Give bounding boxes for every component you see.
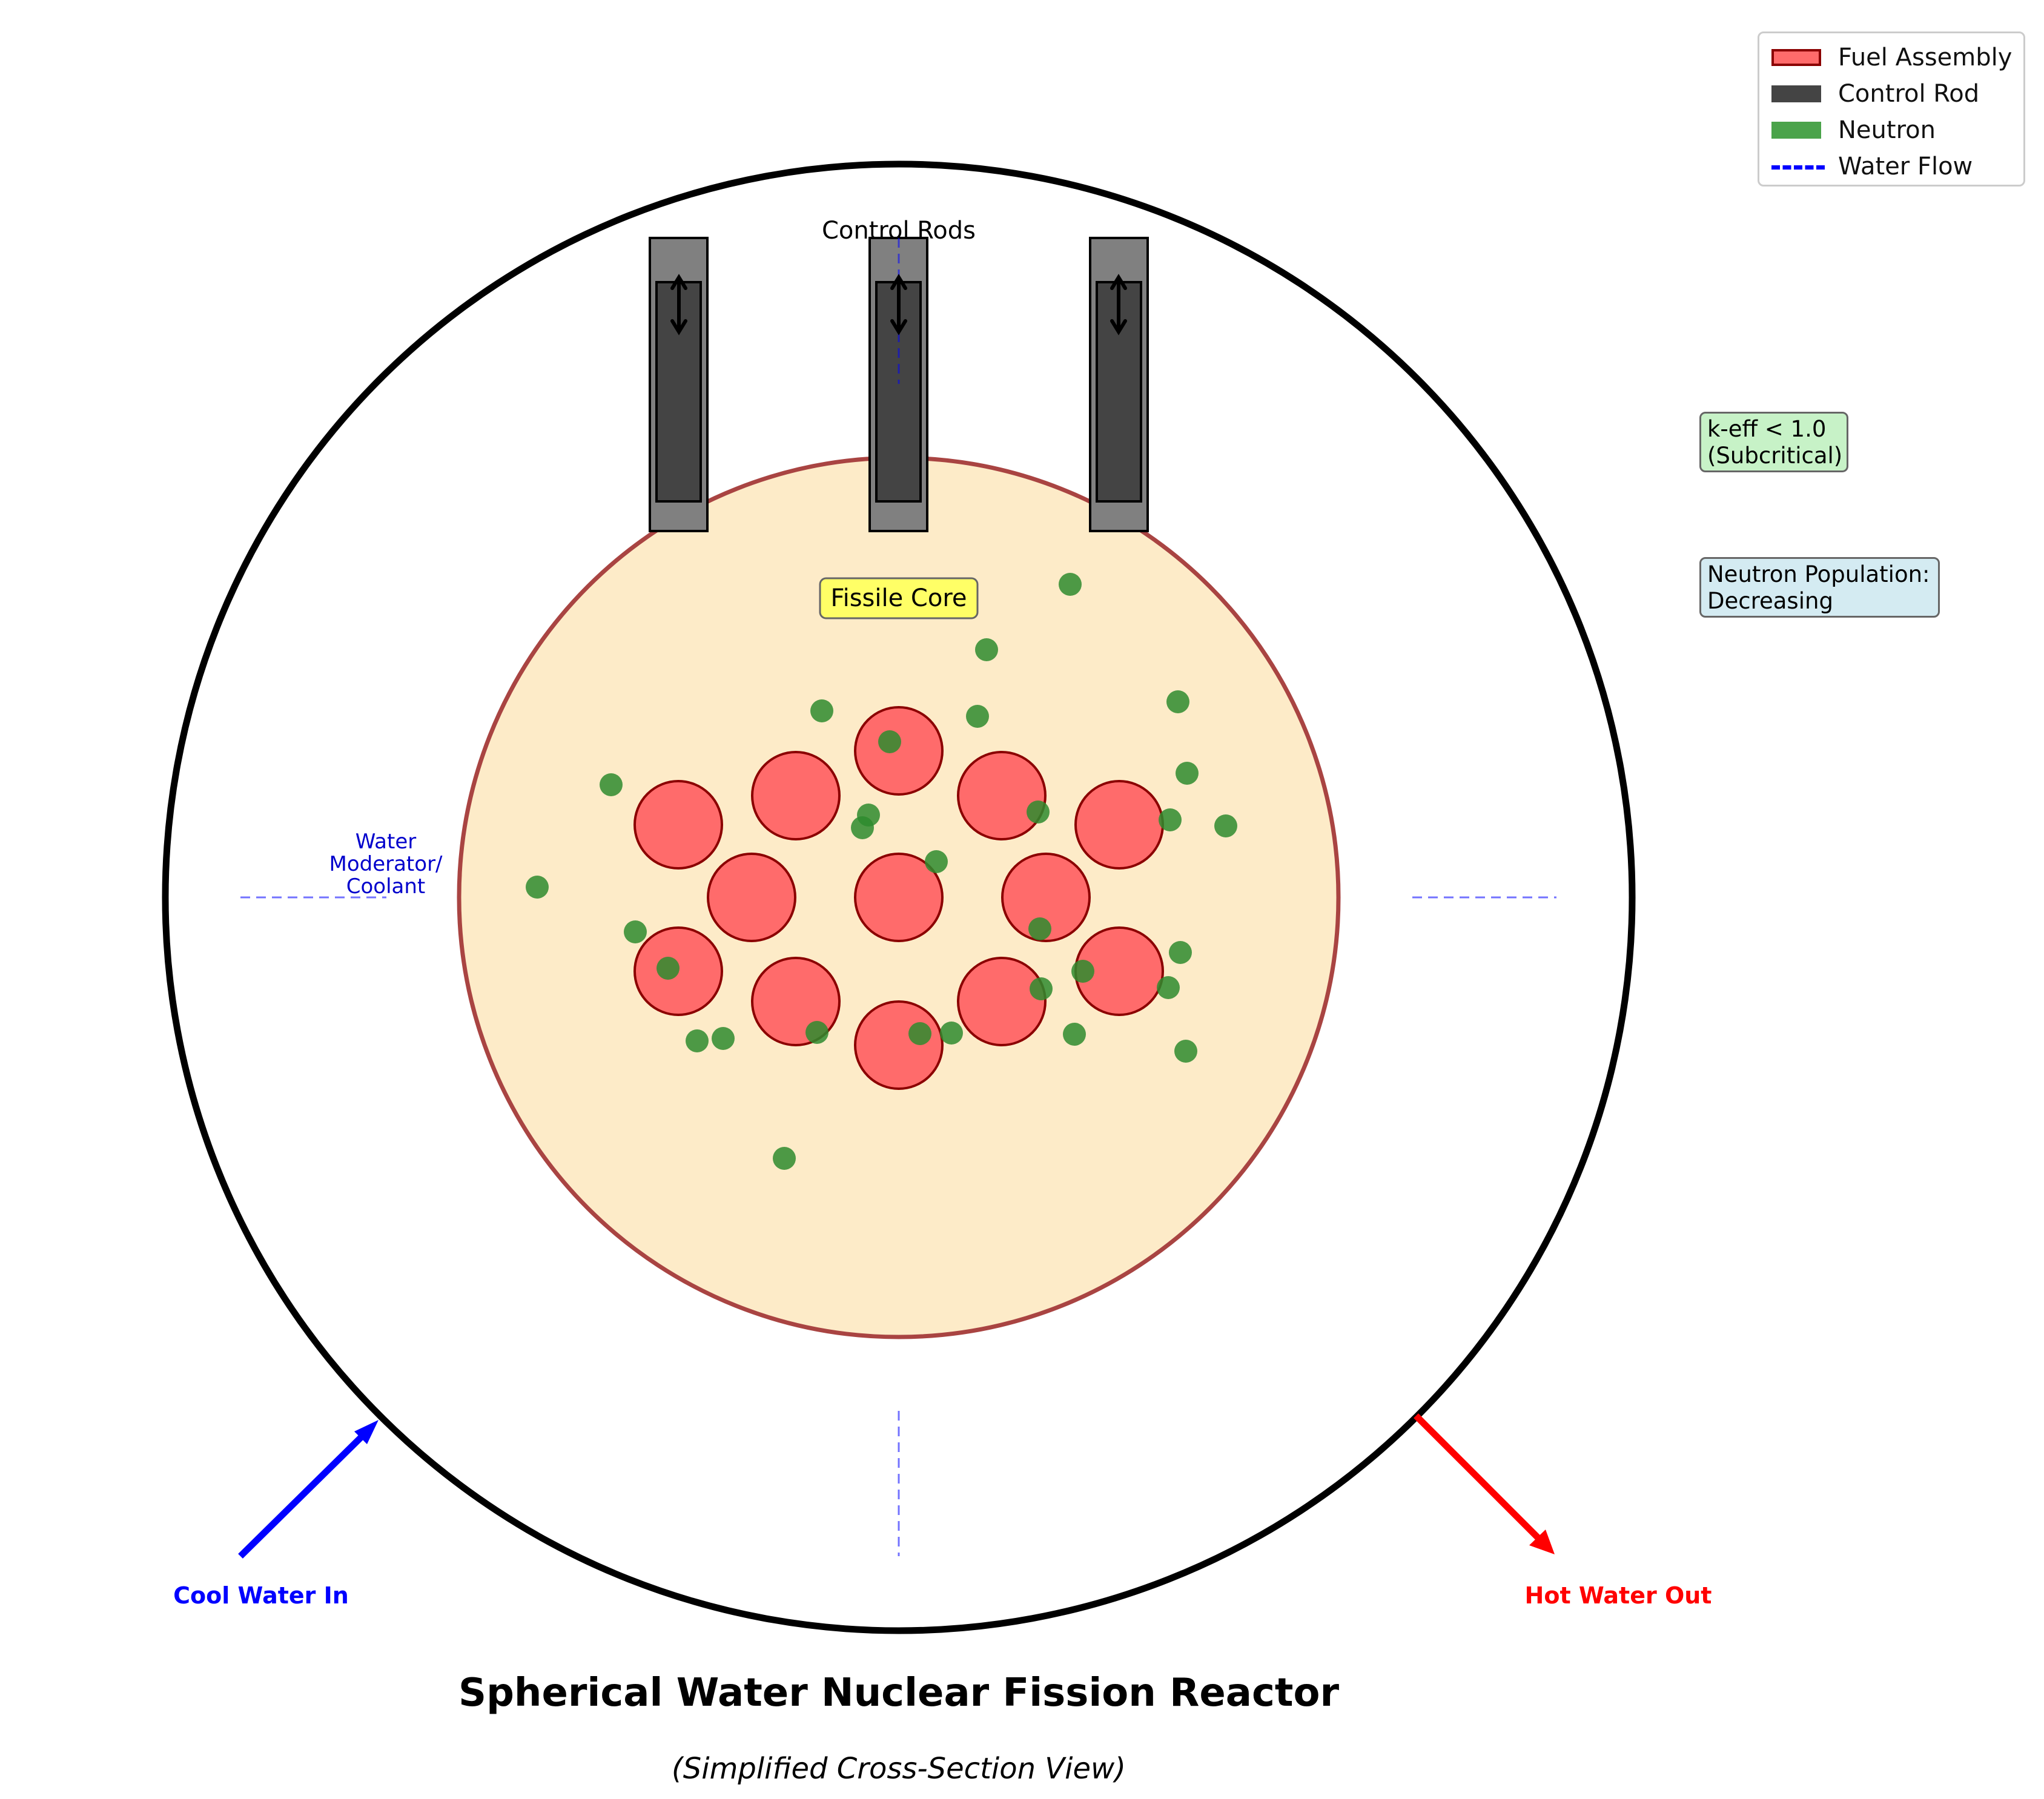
fuel-assembly [957,751,1047,840]
arrow-head-icon [354,1420,379,1444]
neutrons [526,573,1237,1170]
moderator-label-line-3: Coolant [346,874,426,899]
neutron [975,638,998,661]
neutron [940,1022,963,1045]
legend-item-control-rod: Control Rod [1759,76,2023,112]
neutron [712,1027,735,1050]
neutron [526,876,549,899]
neutron-swatch-icon [1771,122,1821,139]
moderator-label: Water Moderator/ Coolant [329,830,443,899]
fuel-assembly [854,853,944,942]
neutron [851,816,874,839]
reactor-vessel [162,160,1636,1634]
water-flow-lines [240,896,1556,1556]
fuel-assembly [633,780,723,870]
keff-status-box: k-eff < 1.0 (Subcritical) [1699,412,1848,472]
neutron [1166,690,1189,713]
legend-label: Fuel Assembly [1838,44,2013,71]
neutron [810,699,833,722]
control-rod-center [868,237,928,532]
neutron-population-box: Neutron Population: Decreasing [1699,557,1940,618]
neutron [966,705,989,728]
hot-water-out-label: Hot Water Out [1525,1582,1712,1609]
cool-water-in-arrow [238,1420,379,1559]
diagram-subtitle: (Simplified Cross-Section View) [672,1752,1126,1786]
legend-label: Water Flow [1838,153,1973,180]
fuel-swatch-icon [1771,49,1821,66]
fuel-assembly [1074,780,1164,870]
legend-label: Control Rod [1838,80,1980,108]
legend-item-fuel: Fuel Assembly [1759,39,2023,76]
neutron [1174,1040,1197,1063]
neutron [1159,808,1182,831]
legend-label: Neutron [1838,116,1936,144]
diagram-title: Spherical Water Nuclear Fission Reactor [458,1671,1339,1715]
neutron [1176,762,1199,785]
fissile-core-label: Fissile Core [830,584,967,612]
legend-item-neutron: Neutron [1759,112,2023,148]
control-rod-swatch-icon [1771,85,1821,102]
fuel-assembly [1001,853,1091,942]
neutron [657,957,680,980]
neutron [1027,800,1050,824]
neutron [1157,976,1180,999]
neutron [925,850,948,873]
double-arrow-icon [1110,274,1127,335]
neutron [908,1022,931,1045]
fuel-assembly [854,1000,944,1090]
rod-movement-arrows [670,274,1127,335]
neutron [1059,573,1082,596]
neutron [686,1029,709,1052]
neutron [1071,960,1094,983]
moderator-label-line-1: Water [356,830,417,854]
hot-water-out-arrow [1414,1413,1555,1554]
double-arrow-icon [670,274,687,335]
fissile-core-label-box [819,577,979,619]
moderator-label-line-2: Moderator/ [329,852,443,876]
cool-water-in-label: Cool Water In [173,1582,349,1609]
neutron [805,1021,829,1044]
fuel-assembly [854,706,944,796]
double-arrow-icon [890,274,907,335]
legend-item-water-flow: Water Flow [1759,148,2023,185]
neutron [624,920,647,943]
fuel-assembly [751,751,841,840]
neutron [1063,1023,1086,1046]
neutron [1030,977,1053,1000]
fuel-assembly [707,853,796,942]
neutron [1169,941,1192,964]
neutron [600,773,623,796]
neutron [878,730,901,753]
neutron [773,1147,796,1170]
arrow-head-icon [1529,1530,1555,1554]
neutron [1028,917,1051,940]
legend: Fuel Assembly Control Rod Neutron Water … [1758,31,2025,187]
fuel-assembly [957,957,1047,1046]
neutron [1214,814,1237,837]
water-flow-swatch-icon [1771,165,1825,170]
control-rods-label: Control Rods [822,217,976,245]
